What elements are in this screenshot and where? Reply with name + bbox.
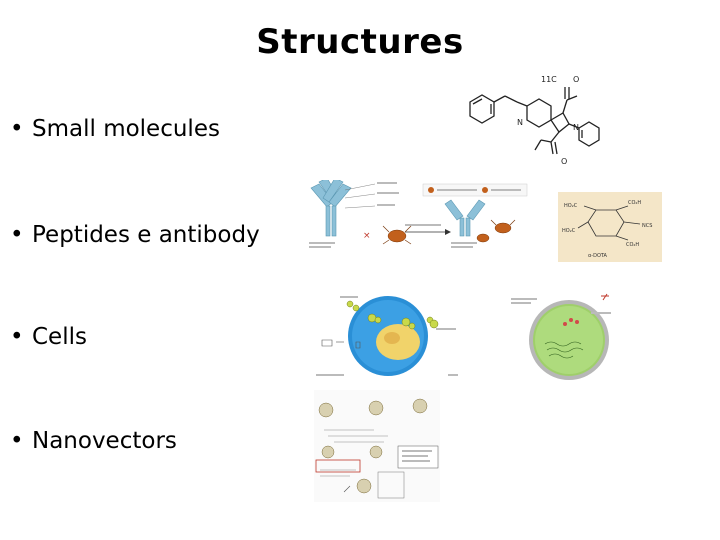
slide-title: Structures (256, 22, 464, 62)
bullet-label: Nanovectors (32, 428, 177, 454)
bullet-dot: • (10, 428, 24, 454)
dota-structure: HO₂C CO₂H HO₂C CO₂H NCS α-DOTA (558, 192, 662, 262)
svg-text:CO₂H: CO₂H (628, 200, 641, 206)
dota-caption: α-DOTA (588, 253, 608, 259)
bullet-peptides-antibody: • Peptides e antibody (10, 222, 260, 248)
svg-text:HO₂C: HO₂C (562, 228, 576, 234)
svg-text:N: N (573, 123, 579, 132)
bullet-dot: • (10, 222, 24, 248)
svg-text:N: N (517, 118, 523, 127)
bullet-small-molecules: • Small molecules (10, 116, 220, 142)
svg-text:O: O (561, 157, 567, 164)
bullet-nanovectors: • Nanovectors (10, 428, 177, 454)
bullet-dot: • (10, 116, 24, 142)
bullet-cells: • Cells (10, 324, 87, 350)
svg-text:O: O (573, 75, 579, 84)
bullet-label: Peptides e antibody (32, 222, 260, 248)
antibody-diagram: × (309, 180, 528, 248)
small-molecule-structure: N N O O 11C (469, 75, 600, 164)
svg-text:CO₂H: CO₂H (626, 242, 639, 248)
cell-diagram-right (511, 293, 611, 380)
bullet-label: Small molecules (32, 116, 220, 142)
cell-diagram-left (316, 296, 458, 376)
bullet-dot: • (10, 324, 24, 350)
nanovector-schematic (314, 390, 440, 502)
isotope-label: 11C (541, 75, 557, 84)
svg-text:NCS: NCS (642, 223, 652, 229)
bullet-label: Cells (32, 324, 87, 350)
svg-text:HO₂C: HO₂C (564, 203, 578, 209)
svg-text:×: × (363, 231, 371, 241)
